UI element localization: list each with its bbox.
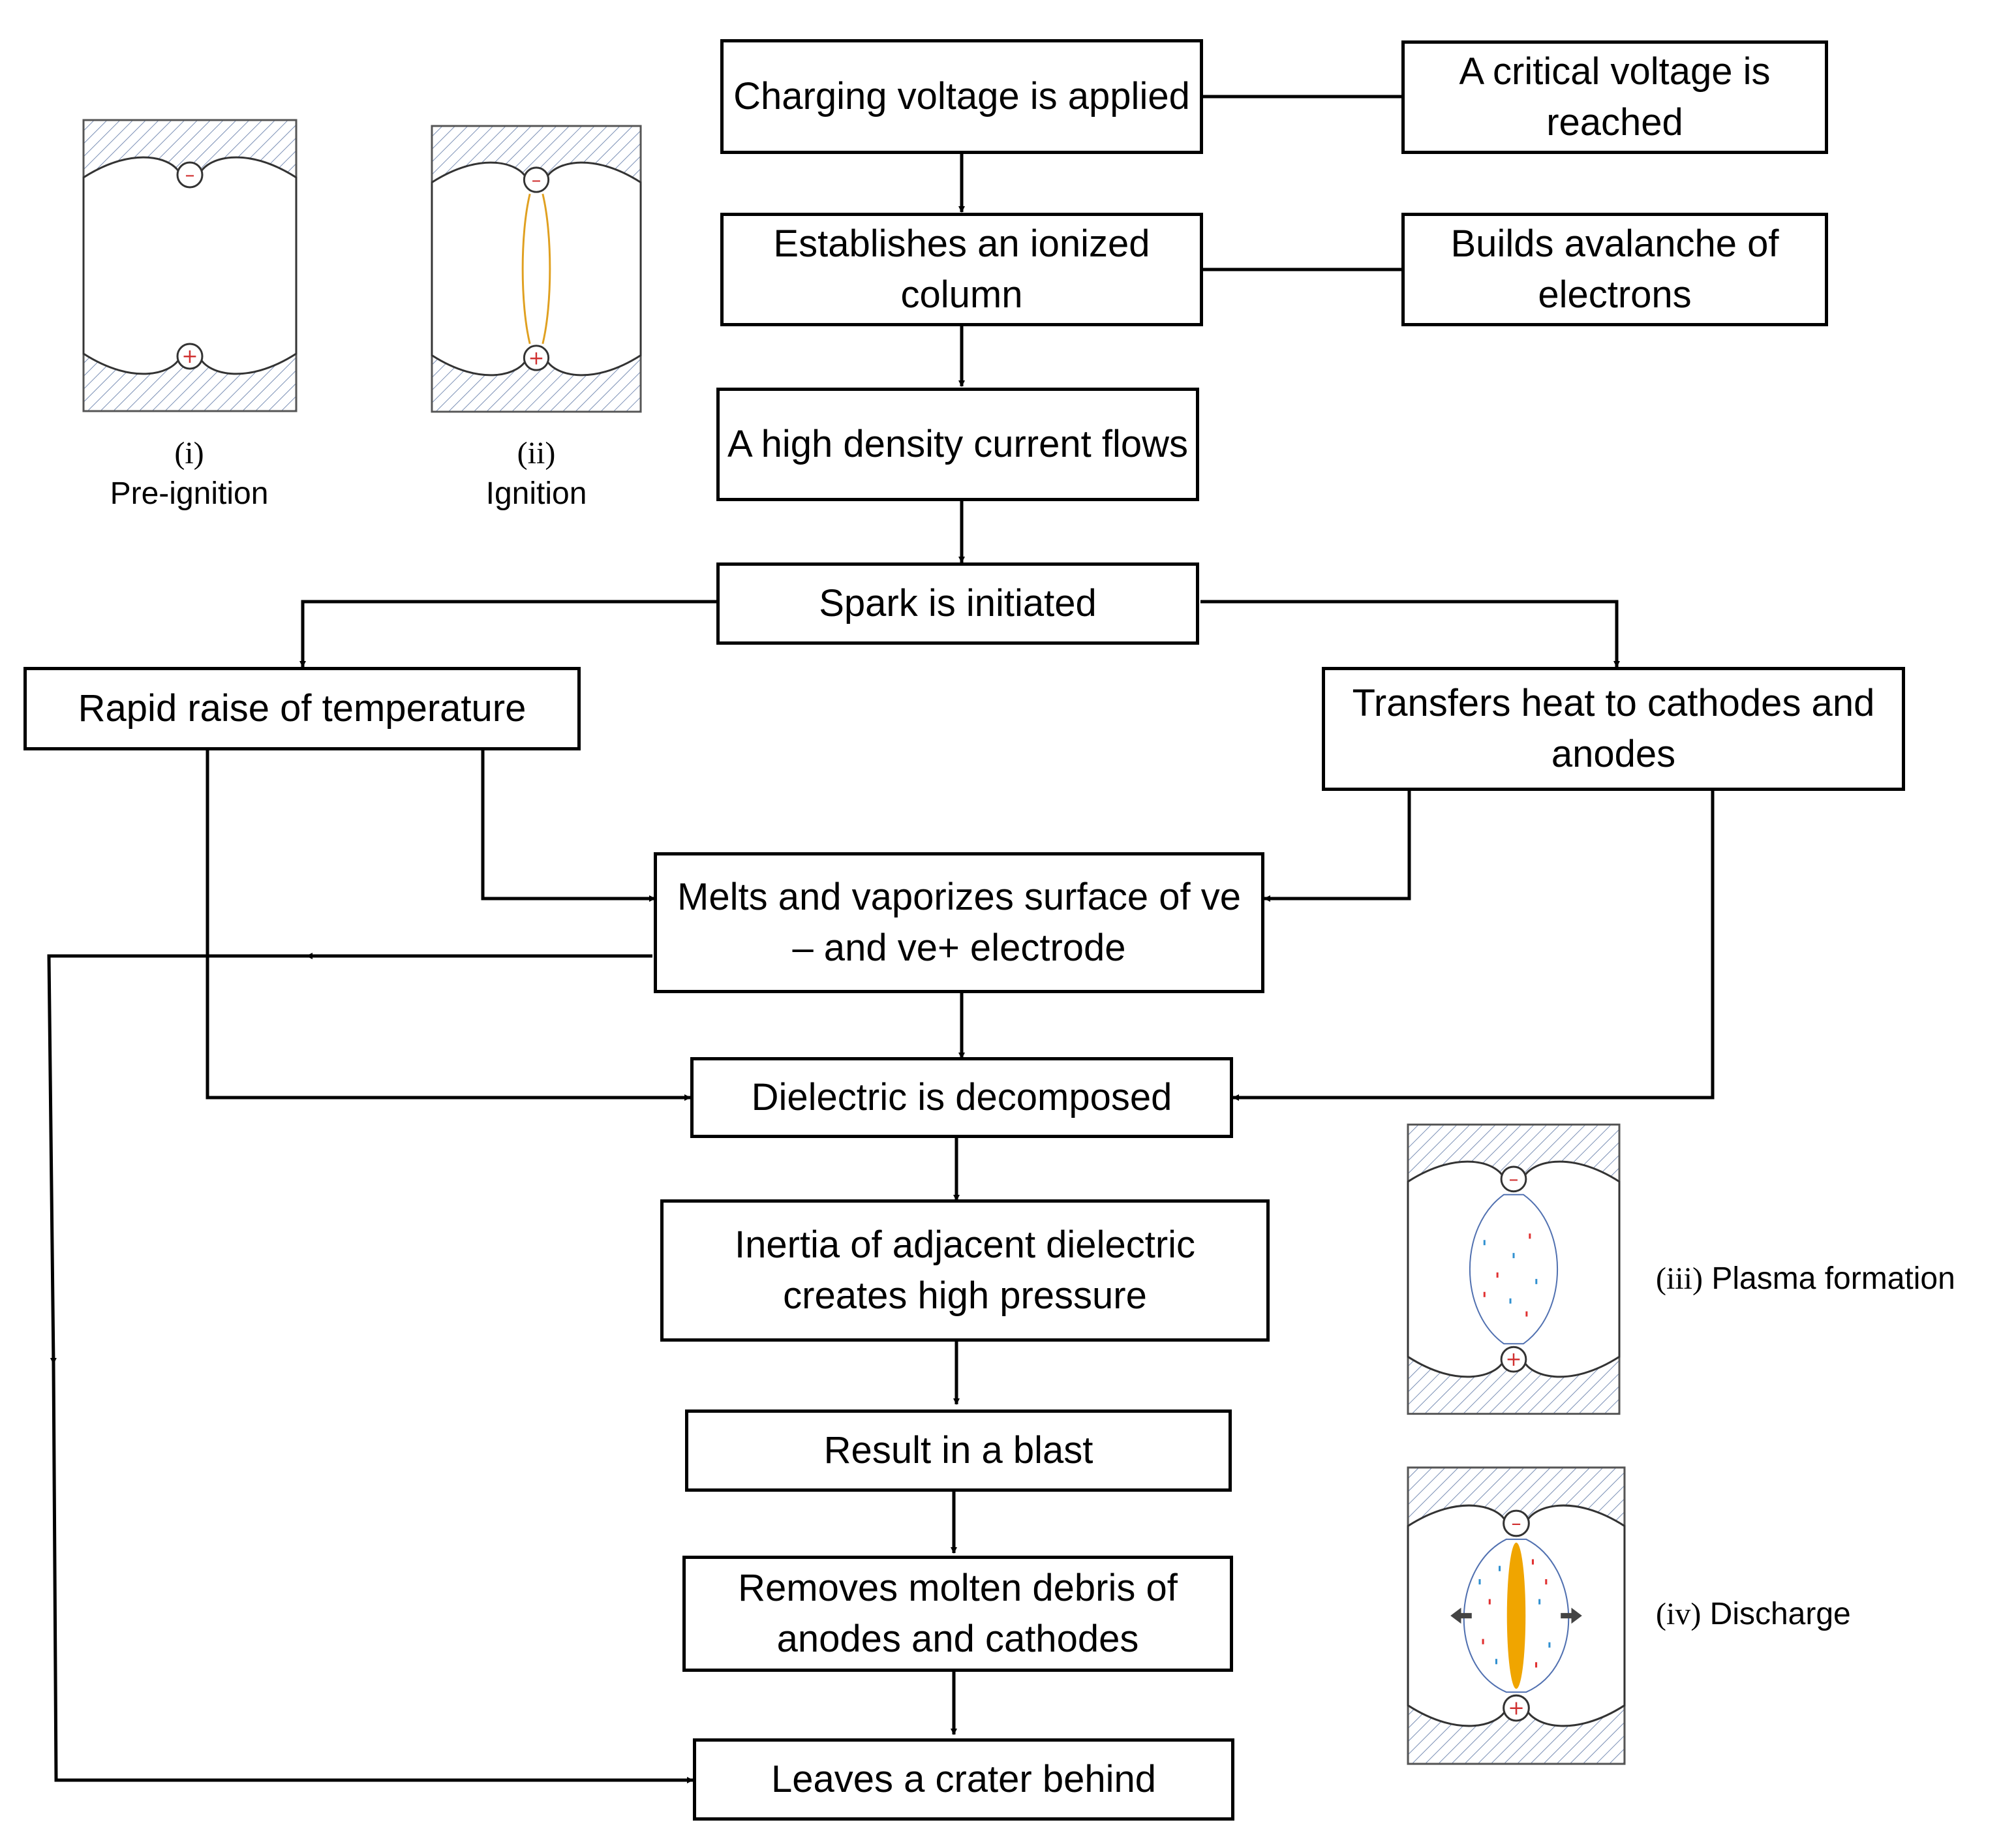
- arrow-heat-melts: [1264, 791, 1411, 902]
- plasma-bubble: [1469, 1194, 1559, 1345]
- box-current-text: A high density current flows: [727, 423, 1189, 465]
- ignition-illustration: – +: [431, 125, 642, 413]
- box-high-density-current: A high density current flows: [716, 388, 1199, 501]
- discharge-label: Discharge: [1709, 1597, 1851, 1631]
- box-inertia-pressure: Inertia of adjacent dielectric creates h…: [660, 1199, 1270, 1342]
- positive-sign: +: [181, 345, 198, 368]
- pre-ignition-number: (i): [174, 436, 204, 470]
- positive-sign: +: [1508, 1697, 1525, 1720]
- box-critical-voltage: A critical voltage is reached: [1401, 40, 1828, 154]
- plasma-particles: [1483, 1233, 1538, 1317]
- box-temperature-text: Rapid raise of temperature: [78, 687, 527, 730]
- arrow-temperature-dielectric: [206, 749, 691, 1101]
- plasma-formation-caption: (iii) Plasma formation: [1656, 1261, 1955, 1297]
- box-spark-text: Spark is initiated: [819, 582, 1097, 624]
- box-dielectric-text: Dielectric is decomposed: [751, 1076, 1172, 1118]
- box-crater-text: Leaves a crater behind: [771, 1758, 1157, 1800]
- box-result-blast: Result in a blast: [685, 1409, 1232, 1492]
- box-ionized-text: Establishes an ionized column: [773, 223, 1150, 316]
- box-leaves-crater: Leaves a crater behind: [693, 1738, 1234, 1821]
- box-transfers-heat: Transfers heat to cathodes and anodes: [1322, 667, 1905, 791]
- box-critical-text: A critical voltage is reached: [1459, 50, 1771, 144]
- box-charging-text: Charging voltage is applied: [733, 75, 1190, 117]
- discharge-caption: (iv) Discharge: [1656, 1596, 1851, 1632]
- discharge-particles: [1478, 1559, 1551, 1668]
- spark-line-right: [542, 193, 551, 345]
- discharge-number: (iv): [1656, 1597, 1702, 1631]
- box-spark-initiated: Spark is initiated: [716, 562, 1199, 645]
- box-rapid-temperature: Rapid raise of temperature: [23, 667, 581, 750]
- box-blast-text: Result in a blast: [823, 1429, 1093, 1471]
- box-heat-text: Transfers heat to cathodes and anodes: [1352, 682, 1875, 775]
- arrow-heat-dielectric: [1232, 791, 1715, 1101]
- negative-sign: –: [532, 168, 542, 191]
- box-avalanche-text: Builds avalanche of electrons: [1450, 223, 1779, 316]
- positive-sign: +: [528, 346, 545, 369]
- discharge-plasma-core: [1506, 1543, 1526, 1689]
- discharge-illustration: – +: [1407, 1466, 1626, 1765]
- box-charging-voltage: Charging voltage is applied: [720, 39, 1203, 154]
- spark-line-left: [521, 193, 531, 345]
- left-return-line: [47, 954, 307, 1364]
- plasma-number: (iii): [1656, 1261, 1703, 1296]
- box-removes-debris: Removes molten debris of anodes and cath…: [682, 1556, 1233, 1672]
- box-debris-text: Removes molten debris of anodes and cath…: [738, 1567, 1178, 1660]
- arrow-spark-temperature: [299, 600, 718, 668]
- plasma-formation-illustration: – +: [1407, 1123, 1621, 1415]
- ignition-number: (ii): [517, 436, 556, 470]
- box-dielectric-decomposed: Dielectric is decomposed: [690, 1057, 1233, 1138]
- arrow-spark-heat: [1200, 600, 1620, 668]
- negative-sign: –: [185, 164, 195, 187]
- negative-sign: –: [1511, 1513, 1521, 1535]
- box-melts-vaporizes: Melts and vaporizes surface of ve – and …: [654, 852, 1264, 993]
- positive-sign: +: [1506, 1348, 1522, 1371]
- pre-ignition-illustration: – +: [82, 119, 298, 412]
- arrow-left-crater: [52, 1363, 694, 1783]
- pre-ignition-label: Pre-ignition: [110, 476, 269, 511]
- box-inertia-text: Inertia of adjacent dielectric creates h…: [734, 1224, 1196, 1317]
- negative-sign: –: [1509, 1168, 1519, 1191]
- plasma-label: Plasma formation: [1711, 1261, 1955, 1296]
- pre-ignition-caption: (i) Pre-ignition: [78, 433, 300, 514]
- box-melts-text: Melts and vaporizes surface of ve – and …: [677, 876, 1241, 969]
- box-ionized-column: Establishes an ionized column: [720, 213, 1203, 326]
- box-avalanche: Builds avalanche of electrons: [1401, 213, 1828, 326]
- ignition-caption: (ii) Ignition: [425, 433, 647, 514]
- ignition-label: Ignition: [485, 476, 587, 511]
- arrow-temperature-melts: [481, 749, 656, 902]
